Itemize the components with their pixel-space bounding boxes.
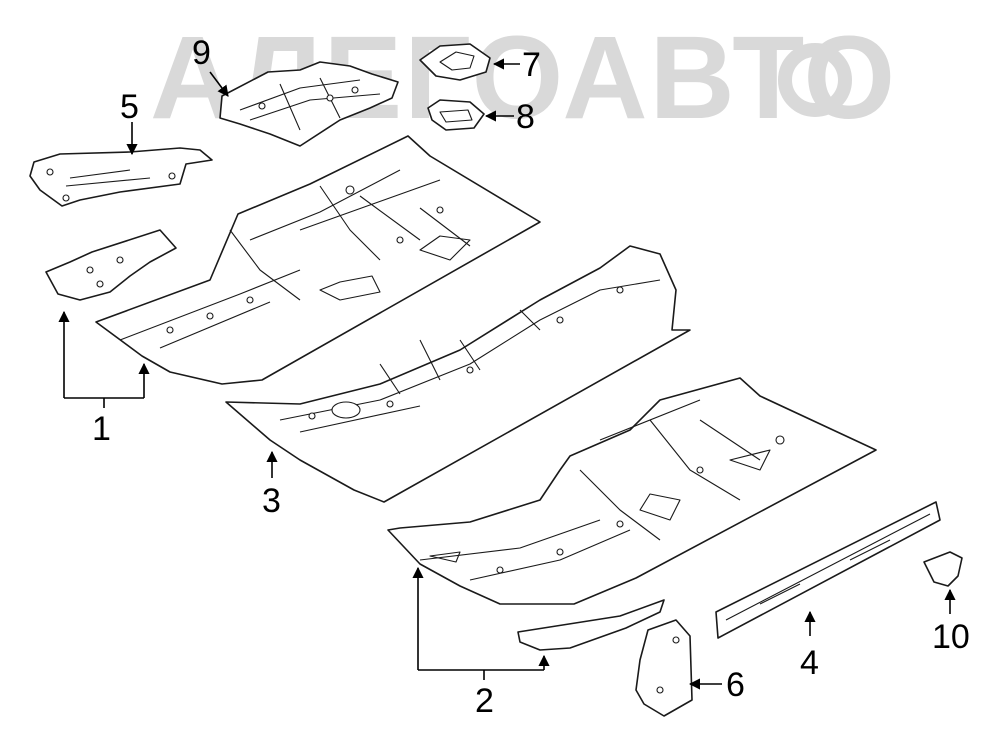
callout-1: 1 [92,410,111,448]
part-9-panel [219,61,399,147]
watermark-ring [778,43,852,117]
part-5-bracket [29,147,213,207]
part-8-pad [427,99,485,131]
part-6-bracket [635,619,693,717]
part-2-rear-floor [387,377,877,605]
callout-10: 10 [932,618,970,656]
part-1-front-floor [95,135,541,385]
part-1-small-panel [45,229,177,301]
part-4-side-rail [715,501,941,639]
part-3-center-floor [225,245,691,503]
callout-5: 5 [120,88,139,126]
leader-lines [58,58,956,690]
callout-labels: 1 2 3 4 5 6 7 8 9 10 [92,34,970,720]
part-7-pad [419,43,491,81]
callout-6: 6 [726,666,745,704]
callout-4: 4 [800,644,819,682]
part-2-small-bracket [517,599,665,651]
part-10-cap [923,551,963,587]
callout-3: 3 [262,482,281,520]
leader-9 [209,71,229,97]
callout-2: 2 [475,682,494,720]
callout-9: 9 [192,34,211,72]
callout-7: 7 [522,46,541,84]
callout-8: 8 [516,98,535,136]
